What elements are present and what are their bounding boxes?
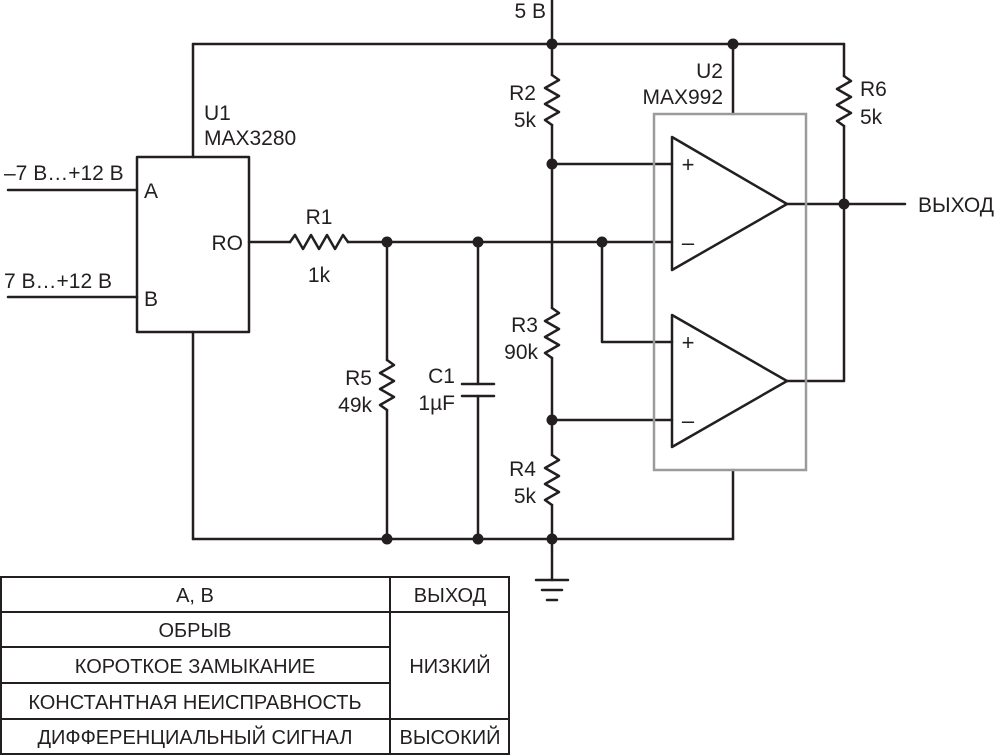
c1-value-label: 1µF <box>418 392 455 415</box>
junction-dot <box>381 236 393 248</box>
r6-value-label: 5k <box>860 106 883 129</box>
u2-ref-label: U2 <box>696 60 723 83</box>
junction-dot <box>727 38 739 50</box>
truth-table: A, B ВЫХОД ОБРЫВ КОРОТКОЕ ЗАМЫКАНИЕ КОНС… <box>0 576 510 755</box>
opamp-top-minus-sign: – <box>682 230 695 255</box>
c1-ref-label: C1 <box>428 365 455 388</box>
u2-package-outline <box>652 112 808 472</box>
r1-value-label: 1k <box>308 264 331 287</box>
output-label: ВЫХОД <box>918 194 994 217</box>
table-row-stuck: КОНСТАНТНАЯ НЕИСПРАВНОСТЬ <box>28 692 361 714</box>
supply-label: 5 В <box>514 0 546 23</box>
r4-value-label: 5k <box>514 485 537 508</box>
r2-resistor <box>543 73 561 127</box>
table-value-high: ВЫСОКИЙ <box>399 725 500 749</box>
table-row-differential: ДИФФЕРЕНЦИАЛЬНЫЙ СИГНАЛ <box>37 725 352 749</box>
u1-pin-b-label: B <box>144 288 158 311</box>
bottom-output-wire <box>785 202 846 383</box>
r3-resistor <box>543 306 561 360</box>
junction-dot <box>472 533 484 545</box>
u1-part-label: MAX3280 <box>204 127 296 150</box>
opamp-top-plus-sign: + <box>682 152 695 177</box>
opamp-bottom <box>670 313 789 449</box>
junction-dot <box>472 236 484 248</box>
junction-dot <box>546 38 558 50</box>
junction-dot <box>546 414 558 426</box>
opamp-top <box>670 135 789 272</box>
r2-ref-label: R2 <box>509 82 536 105</box>
r1-resistor <box>288 233 350 251</box>
r3-ref-label: R3 <box>511 314 538 337</box>
r6-ref-label: R6 <box>860 78 887 101</box>
r3-value-label: 90k <box>504 341 538 364</box>
junction-dot <box>596 236 608 248</box>
table-row-short: КОРОТКОЕ ЗАМЫКАНИЕ <box>75 656 315 678</box>
input-a-range-label: –7 В…+12 В <box>4 162 124 185</box>
junction-dot <box>838 198 850 210</box>
r4-resistor <box>543 453 561 507</box>
r1-ref-label: R1 <box>306 206 333 229</box>
r6-resistor <box>835 74 853 128</box>
r5-ref-label: R5 <box>345 367 372 390</box>
junction-dot <box>381 533 393 545</box>
r4-ref-label: R4 <box>509 458 536 481</box>
junction-dot <box>546 158 558 170</box>
opamp-bottom-plus-sign: + <box>682 330 695 355</box>
input-b-range-label: 7 В…+12 В <box>4 270 112 293</box>
junction-dot <box>546 533 558 545</box>
u2-part-label: MAX992 <box>642 86 723 109</box>
table-row-open: ОБРЫВ <box>158 620 231 642</box>
table-value-low: НИЗКИЙ <box>409 654 490 678</box>
bottom-plus-wire <box>600 240 674 344</box>
r5-resistor <box>378 358 396 412</box>
u1-ref-label: U1 <box>204 102 231 125</box>
u1-pin-a-label: A <box>144 180 158 203</box>
u1-pin-ro-label: RO <box>212 232 244 255</box>
r5-value-label: 49k <box>338 394 372 417</box>
table-header-output: ВЫХОД <box>414 585 487 607</box>
r2-value-label: 5k <box>514 109 537 132</box>
opamp-bottom-minus-sign: – <box>682 408 695 433</box>
table-header-ab: A, B <box>176 585 214 607</box>
